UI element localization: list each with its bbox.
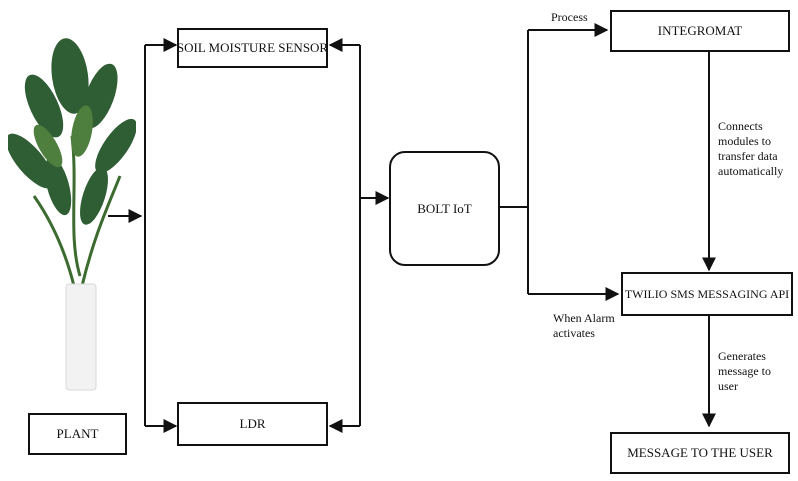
generates-line-3: user [718,379,738,393]
connects-line-2: modules to [718,134,771,148]
process-label: Process [551,10,588,24]
alarm-line-2: activates [553,326,595,340]
integromat-box: INTEGROMAT [610,10,790,52]
plant-illustration [8,38,136,391]
connects-label: Connects modules to transfer data automa… [718,119,783,179]
generates-line-1: Generates [718,349,766,363]
message-to-user-box: MESSAGE TO THE USER [610,432,790,474]
connects-line-1: Connects [718,119,763,133]
soil-moisture-sensor-box: SOIL MOISTURE SENSOR [177,28,328,68]
connects-line-4: automatically [718,164,784,178]
alarm-line-1: When Alarm [553,311,615,325]
twilio-api-box: TWILIO SMS MESSAGING API [621,272,793,316]
generates-label: Generates message to user [718,349,771,394]
bolt-iot-box: BOLT IoT [389,151,500,266]
connects-line-3: transfer data [718,149,778,163]
alarm-label: When Alarm activates [553,311,615,341]
generates-line-2: message to [718,364,771,378]
ldr-box: LDR [177,402,328,446]
plant-box: PLANT [28,413,127,455]
plant-pot [65,283,97,391]
